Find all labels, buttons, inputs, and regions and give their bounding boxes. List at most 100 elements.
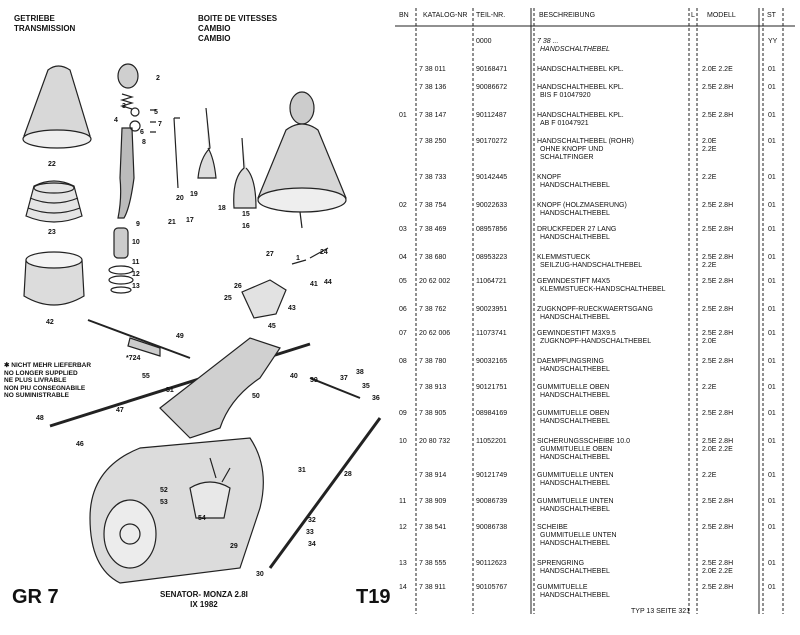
description-line: SPRENGRING	[537, 560, 585, 567]
model-line: 2.2E	[702, 174, 717, 181]
row-st: 01	[768, 560, 776, 567]
row-bn: 12	[399, 524, 407, 531]
row-st: 01	[768, 472, 776, 479]
row-bn: 04	[399, 254, 407, 261]
svg-text:50: 50	[252, 393, 260, 400]
model-line: 2.2E	[702, 472, 717, 479]
svg-text:26: 26	[234, 283, 242, 290]
description-line: HANDSCHALTHEBEL (ROHR)	[537, 138, 634, 145]
section-title-right: BOITE DE VITESSES CAMBIO CAMBIO	[198, 14, 278, 43]
row-description: HANDSCHALTHEBEL KPL.BIS F 01047920	[537, 84, 624, 100]
page-reference: TYP 13 SEITE 321	[631, 608, 691, 615]
svg-text:43: 43	[288, 305, 296, 312]
description-line: KNOPF (HOLZMASERUNG)	[537, 202, 627, 209]
row-model: 2.2E	[702, 174, 716, 182]
svg-text:*724: *724	[126, 355, 141, 362]
not-supplied-legend: ✱ NICHT MEHR LIEFERBAR NO LONGER SUPPLIE…	[4, 362, 92, 400]
description-line: 7 38 ...	[537, 38, 559, 45]
model-line: 2.5E 2.8H	[702, 358, 734, 365]
svg-text:55: 55	[142, 373, 150, 380]
row-model: 2.0E 2.2E	[702, 66, 733, 74]
row-teil-nr: 11073741	[476, 330, 507, 337]
svg-text:22: 22	[48, 161, 56, 168]
row-st: 01	[768, 498, 776, 505]
row-teil-nr: 90086739	[476, 498, 508, 505]
knob-drawing	[117, 63, 139, 89]
model-line: 2.0E	[702, 138, 717, 145]
row-teil-nr: 90023951	[476, 306, 508, 313]
parts-table: BN KATALOG-NR TEIL-NR. BESCHREIBUNG L MO…	[395, 4, 795, 629]
row-bn: 11	[399, 498, 407, 505]
svg-text:11: 11	[132, 259, 140, 266]
row-katalog-nr: 7 38 541	[419, 524, 447, 531]
row-model: 2.2E	[702, 472, 716, 480]
svg-text:2: 2	[156, 75, 160, 82]
header-st: ST	[767, 12, 776, 19]
row-katalog-nr: 7 38 909	[419, 498, 447, 505]
model-line: 2.5E 2.8H	[702, 524, 734, 531]
row-st: 01	[768, 112, 776, 119]
row-st: 01	[768, 174, 776, 181]
row-bn: 02	[399, 202, 407, 209]
row-st: 01	[768, 66, 776, 73]
description-line: HANDSCHALTHEBEL	[540, 392, 610, 399]
description-line: GUMMITUELLE UNTEN	[537, 472, 614, 479]
row-model: 2.5E 2.8H	[702, 278, 733, 286]
row-st: 01	[768, 306, 776, 313]
svg-text:17: 17	[186, 217, 194, 224]
model-line: 2.5E 2.8H	[702, 438, 734, 445]
svg-text:21: 21	[168, 219, 176, 226]
bracket-drawing	[241, 279, 287, 319]
section-title-left: GETRIEBE TRANSMISSION	[14, 14, 76, 33]
plate-number: T19	[356, 586, 391, 608]
svg-text:4: 4	[114, 117, 118, 124]
description-line: ZUGKNOPF-HANDSCHALTHEBEL	[540, 338, 652, 345]
svg-text:28: 28	[344, 471, 352, 478]
header-modell: MODELL	[707, 12, 736, 19]
svg-text:47: 47	[116, 407, 124, 414]
row-model: 2.5E 2.8H	[702, 584, 733, 592]
svg-text:15: 15	[242, 211, 250, 218]
row-st: 01	[768, 226, 776, 233]
row-bn: 09	[399, 410, 407, 417]
group-number: GR 7	[12, 586, 59, 608]
svg-text:29: 29	[230, 543, 238, 550]
row-teil-nr: 0000	[476, 38, 492, 45]
svg-text:25: 25	[224, 295, 232, 302]
svg-text:23: 23	[48, 229, 56, 236]
description-line: HANDSCHALTHEBEL	[540, 480, 610, 487]
description-line: HANDSCHALTHEBEL	[540, 366, 610, 373]
row-bn: 01	[399, 112, 407, 119]
model-line: 2.5E 2.8H	[702, 410, 734, 417]
model-line: 2.2E	[702, 262, 717, 269]
row-st: 01	[768, 254, 776, 261]
row-st: 01	[768, 358, 776, 365]
svg-text:9: 9	[136, 221, 140, 228]
row-model: 2.5E 2.8H	[702, 524, 733, 532]
svg-text:51: 51	[166, 387, 174, 394]
description-line: GUMMITUELLE OBEN	[540, 446, 613, 453]
row-model: 2.5E 2.8H	[702, 226, 733, 234]
svg-text:49: 49	[176, 333, 184, 340]
model-line: 2.0E 2.2E	[702, 66, 733, 73]
svg-text:53: 53	[160, 499, 168, 506]
model-info: SENATOR- MONZA 2.8I IX 1982	[160, 590, 248, 609]
description-line: HANDSCHALTHEBEL	[540, 418, 610, 425]
model-line: 2.5E 2.8H	[702, 278, 734, 285]
description-line: HANDSCHALTHEBEL	[540, 568, 610, 575]
row-katalog-nr: 7 38 011	[419, 66, 446, 73]
row-teil-nr: 90170272	[476, 138, 508, 145]
description-line: HANDSCHALTHEBEL	[540, 234, 610, 241]
model-line: 2.2E	[702, 146, 717, 153]
description-line: SEILZUG-HANDSCHALTHEBEL	[540, 262, 643, 269]
row-teil-nr: 08957856	[476, 226, 508, 233]
svg-text:1: 1	[296, 255, 300, 262]
